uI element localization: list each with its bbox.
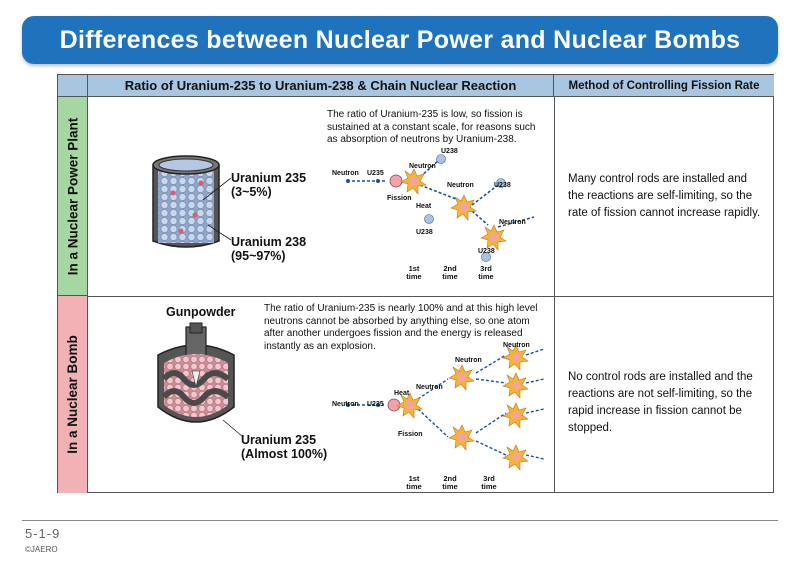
bomb-cross-section-icon (157, 322, 235, 423)
label-fission-plant: Fission (387, 195, 412, 202)
label-neutron-plant-2: Neutron (409, 163, 436, 170)
side-label-text: In a Nuclear Power Plant (65, 117, 80, 275)
description-power-plant: The ratio of Uranium-235 is low, so fiss… (327, 109, 536, 145)
label-u235-bomb-diagram: U235 (367, 401, 384, 408)
label-neutron-bomb: Neutron (332, 401, 359, 408)
label-u235-plant-pct: (3~5%) (231, 185, 272, 199)
fuel-pellet-cylinder-icon (152, 155, 220, 248)
label-u238-plant-4: U238 (478, 248, 495, 255)
label-u238-plant-3: U238 (416, 229, 433, 236)
label-neutron-bomb-2: Neutron (416, 384, 443, 391)
time-1st-bomb: 1st time (406, 474, 422, 491)
method-bomb: No control rods are installed and the re… (568, 371, 753, 434)
column-divider (554, 97, 555, 493)
label-neutron-bomb-4: Neutron (503, 342, 530, 349)
label-gunpowder: Gunpowder (166, 305, 236, 319)
method-power-plant: Many control rods are installed and the … (568, 173, 761, 219)
label-u235-bomb-pct: (Almost 100%) (241, 447, 328, 461)
row-divider (88, 296, 774, 297)
page-number: 5-1-9 (25, 526, 61, 541)
leader-lines-plant (202, 177, 232, 241)
title-banner: Differences between Nuclear Power and Nu… (22, 16, 778, 64)
label-neutron-plant-3: Neutron (447, 182, 474, 189)
chain-reaction-plant-diagram (346, 154, 535, 262)
page-title: Differences between Nuclear Power and Nu… (59, 25, 741, 54)
side-label-power-plant: In a Nuclear Power Plant (58, 97, 88, 296)
time-2nd-bomb: 2nd time (442, 474, 458, 491)
copyright: ©JAERO (25, 545, 58, 554)
side-label-bomb: In a Nuclear Bomb (58, 296, 88, 493)
label-u238-plant: Uranium 238 (231, 235, 307, 249)
label-u238-plant-pct: (95~97%) (231, 249, 286, 263)
comparison-table: Ratio of Uranium-235 to Uranium-238 & Ch… (57, 74, 774, 493)
time-3rd-plant: 3rd time (478, 264, 494, 281)
side-label-text: In a Nuclear Bomb (65, 335, 80, 454)
label-heat-plant: Heat (416, 203, 432, 210)
label-u235-bomb: Uranium 235 (241, 433, 317, 447)
footer-divider (22, 520, 778, 521)
header-ratio: Ratio of Uranium-235 to Uranium-238 & Ch… (88, 75, 554, 97)
time-3rd-bomb: 3rd time (481, 474, 497, 491)
label-u238-plant-1: U238 (441, 148, 458, 155)
label-heat-bomb: Heat (394, 390, 410, 397)
label-fission-bomb: Fission (398, 431, 423, 438)
header-corner (58, 75, 88, 97)
label-neutron-plant-4: Neutron (499, 219, 526, 226)
label-u235-plant: Uranium 235 (231, 171, 307, 185)
label-neutron-bomb-3: Neutron (455, 357, 482, 364)
header-method: Method of Controlling Fission Rate (554, 75, 774, 97)
time-2nd-plant: 2nd time (442, 264, 458, 281)
description-bomb: The ratio of Uranium-235 is nearly 100% … (264, 303, 538, 352)
time-1st-plant: 1st time (406, 264, 422, 281)
label-neutron-plant: Neutron (332, 170, 359, 177)
leader-line-bomb (222, 419, 244, 438)
chain-reaction-bomb-diagram (346, 344, 545, 471)
label-u238-plant-2: U238 (494, 182, 511, 189)
label-u235-plant-diagram: U235 (367, 170, 384, 177)
